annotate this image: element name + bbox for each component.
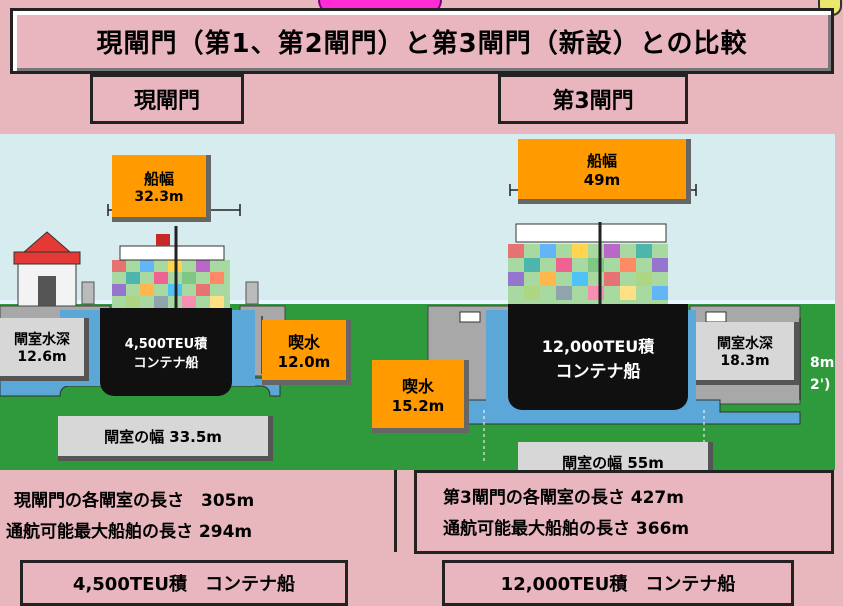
left-length-line2: 通航可能最大船舶の長さ 294m [6, 522, 253, 542]
right-beam-value: 49m [583, 170, 621, 189]
left-draft-value: 12.0m [277, 353, 331, 371]
right-length-box: 第3閘門の各閘室の長さ 427m 通航可能最大船舶の長さ 366m [414, 470, 834, 554]
left-header: 現閘門 [90, 74, 244, 124]
left-depth-box: 閘室水深 12.6m [0, 318, 89, 381]
right-beam-label: 船幅 [586, 151, 617, 170]
right-beam-box: 船幅 49m [518, 139, 691, 204]
left-depth-value: 12.6m [17, 349, 67, 365]
right-chamber-width-text: 閘室の幅 55m [562, 453, 664, 472]
left-chamber-width: 閘室の幅 33.5m [58, 416, 273, 461]
left-ship-capacity: 4,500TEU積 [124, 337, 208, 352]
left-length-line1: 現閘門の各閘室の長さ 305m [14, 491, 255, 511]
left-beam-value: 32.3m [134, 188, 184, 205]
left-beam-label: 船幅 [143, 169, 174, 188]
right-edge-bottom: 2') [810, 377, 831, 393]
right-depth-label: 閘室水深 [717, 336, 773, 352]
right-depth-value: 18.3m [720, 353, 770, 369]
right-edge-depth-text: 8m 2') [810, 352, 834, 396]
right-bottom-text: 12,000TEU積 コンテナ船 [500, 574, 736, 595]
right-ship-type: コンテナ船 [555, 361, 641, 382]
left-draft-box: 喫水 12.0m [262, 320, 351, 385]
right-ship-capacity: 12,000TEU積 [541, 336, 655, 356]
left-bottom-label: 4,500TEU積 コンテナ船 [20, 560, 348, 606]
right-length-line1: 第3閘門の各閘室の長さ 427m [443, 488, 684, 508]
right-header: 第3閘門 [498, 74, 688, 124]
right-bottom-label: 12,000TEU積 コンテナ船 [442, 560, 794, 606]
right-draft-value: 15.2m [391, 397, 445, 415]
left-bottom-text: 4,500TEU積 コンテナ船 [72, 574, 296, 595]
right-draft-label: 喫水 [401, 377, 434, 396]
right-container-ship: 12,000TEU積 コンテナ船 [508, 304, 688, 410]
left-draft-label: 喫水 [287, 333, 320, 352]
left-beam-box: 船幅 32.3m [112, 155, 211, 222]
left-container-ship: 4,500TEU積 コンテナ船 [100, 308, 232, 396]
left-depth-label: 閘室水深 [14, 332, 70, 348]
right-length-line2: 通航可能最大船舶の長さ 366m [443, 519, 690, 539]
left-length-border [394, 470, 397, 552]
left-ship-type: コンテナ船 [133, 356, 199, 371]
page-title: 現閘門（第1、第2閘門）と第3閘門（新設）との比較 [10, 8, 834, 74]
right-depth-box: 閘室水深 18.3m [696, 322, 799, 385]
right-edge-top: 8m [810, 355, 835, 371]
right-draft-box: 喫水 15.2m [372, 360, 469, 433]
left-chamber-width-text: 閘室の幅 33.5m [104, 427, 222, 446]
left-length-box: 現閘門の各閘室の長さ 305m 通航可能最大船舶の長さ 294m [0, 478, 398, 548]
